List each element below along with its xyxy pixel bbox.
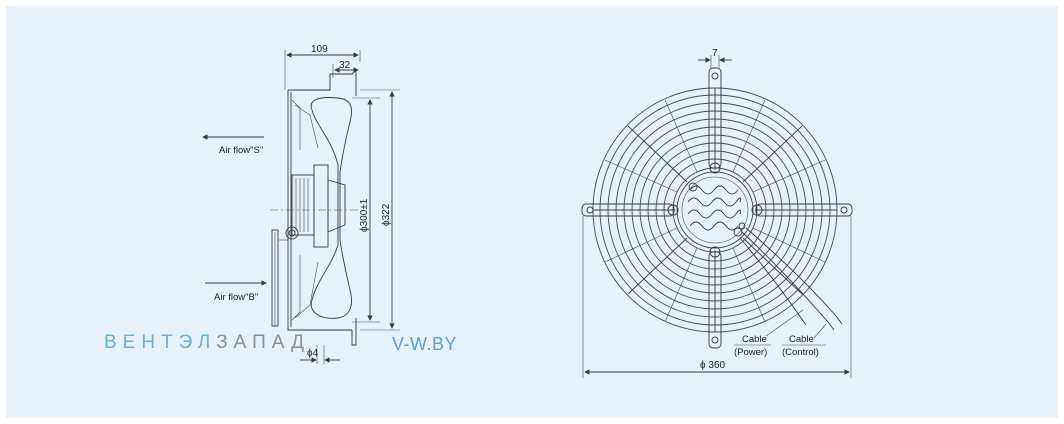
dim-width-109: 109 xyxy=(284,44,361,90)
dim-foot-label: ϕ4 xyxy=(307,348,319,359)
mounting-straps xyxy=(581,67,853,349)
airflow-b: Air flow"B" xyxy=(205,280,267,303)
guard-spokes xyxy=(593,88,837,332)
dim-slot-label: 7 xyxy=(712,48,718,59)
airflow-s: Air flow"S" xyxy=(202,134,264,156)
fan-frame-side xyxy=(287,68,357,346)
watermark-brand-part1: ВЕНТЭЛ xyxy=(104,332,217,353)
airflow-b-label: Air flow"B" xyxy=(214,292,258,303)
dim-offset-label: 32 xyxy=(339,60,351,71)
dim-outer-dia-label: ϕ322 xyxy=(381,203,392,226)
motor-front xyxy=(676,171,754,249)
motor-hub-side xyxy=(271,164,346,327)
dim-blade-dia: ϕ300±1 xyxy=(352,97,380,323)
dim-guard-dia: ϕ 360 xyxy=(582,216,852,378)
dim-guard-dia-label: ϕ 360 xyxy=(700,360,726,371)
airflow-s-label: Air flow"S" xyxy=(219,145,263,156)
dim-width-label: 109 xyxy=(311,44,328,55)
fan-blade-side xyxy=(310,97,352,319)
watermark-brand-part2: ЗАПАД xyxy=(216,332,310,353)
dim-offset-32: 32 xyxy=(332,60,359,78)
dim-blade-dia-label: ϕ300±1 xyxy=(359,198,370,232)
front-view: 7 xyxy=(581,48,853,378)
cables xyxy=(739,227,843,339)
cable-control-label: Cable xyxy=(789,334,814,345)
watermark-brand: ВЕНТЭЛЗАПАД xyxy=(104,332,310,354)
cable-power-sub: (Power) xyxy=(734,347,767,358)
cable-labels: Cable (Power) Cable (Control) xyxy=(734,334,826,358)
dim-outer-dia: ϕ322 xyxy=(360,89,400,331)
watermark-site: V-W.BY xyxy=(392,334,458,354)
cable-power-label: Cable xyxy=(742,334,767,345)
side-view: 109 32 xyxy=(202,44,400,364)
cable-control-sub: (Control) xyxy=(782,347,819,358)
dim-foot: ϕ4 xyxy=(300,345,340,364)
drawing-panel xyxy=(6,6,1058,418)
dim-slot: 7 xyxy=(698,48,732,68)
